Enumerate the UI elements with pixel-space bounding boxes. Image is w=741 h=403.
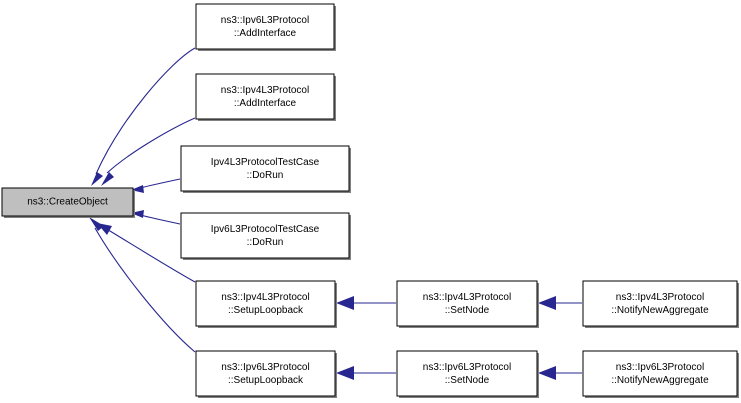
- call-edge-ipv4-addinterface-to-create-object: [101, 117, 196, 186]
- node-label-line1: Ipv4L3ProtocolTestCase: [211, 157, 320, 168]
- node-label-line1: ns3::Ipv6L3Protocol: [423, 362, 511, 373]
- arrowhead-icon: [131, 210, 144, 218]
- edge-line: [95, 47, 196, 175]
- node-box[interactable]: [396, 350, 538, 397]
- arrowhead-icon: [336, 296, 354, 310]
- node-label-line2: ::AddInterface: [234, 28, 297, 39]
- call-edge-ipv4-setuploopback-to-create-object: [97, 223, 196, 283]
- node-label-line1: ns3::Ipv6L3Protocol: [616, 362, 704, 373]
- graph-node-ipv6-setuploopback[interactable]: ns3::Ipv6L3Protocol::SetupLoopback: [195, 350, 337, 398]
- node-label-line1: ns3::Ipv4L3Protocol: [221, 292, 309, 303]
- node-label-line1: ns3::Ipv4L3Protocol: [423, 292, 511, 303]
- edge-line: [104, 227, 196, 283]
- node-box[interactable]: [396, 280, 538, 327]
- node-label-line1: ns3::Ipv6L3Protocol: [221, 362, 309, 373]
- node-label-line1: ns3::Ipv4L3Protocol: [616, 292, 704, 303]
- node-label-line1: ns3::Ipv6L3Protocol: [221, 15, 309, 26]
- node-label-line2: ::SetNode: [445, 305, 490, 316]
- call-edge-ipv4-setnode-to-ipv4-setuploopback: [336, 296, 396, 310]
- call-edge-ipv4-notifynewaggregate-to-ipv4-setnode: [538, 296, 582, 310]
- edge-line: [106, 117, 196, 174]
- graph-node-ipv4-testcase-dorun[interactable]: Ipv4L3ProtocolTestCase::DoRun: [180, 145, 351, 193]
- edge-line: [139, 178, 181, 189]
- edge-line: [139, 214, 181, 225]
- nodes-layer: ns3::CreateObjectns3::Ipv6L3Protocol::Ad…: [1, 3, 739, 398]
- node-label-line2: ::SetNode: [445, 375, 490, 386]
- graph-node-ipv4-setuploopback[interactable]: ns3::Ipv4L3Protocol::SetupLoopback: [195, 280, 337, 328]
- node-label-line2: ::NotifyNewAggregate: [611, 375, 709, 386]
- call-edge-ipv6-notifynewaggregate-to-ipv6-setnode: [538, 366, 582, 380]
- graph-node-ipv6-notifynewaggregate[interactable]: ns3::Ipv6L3Protocol::NotifyNewAggregate: [582, 350, 739, 398]
- arrowhead-icon: [336, 366, 354, 380]
- arrowhead-icon: [101, 172, 114, 186]
- call-edge-ipv4-testcase-dorun-to-create-object: [131, 178, 181, 193]
- call-edge-ipv6-addinterface-to-create-object: [91, 47, 196, 186]
- call-edge-ipv6-setnode-to-ipv6-setuploopback: [336, 366, 396, 380]
- edges-layer: [89, 47, 582, 380]
- graph-node-ipv6-setnode[interactable]: ns3::Ipv6L3Protocol::SetNode: [396, 350, 539, 398]
- arrowhead-icon: [538, 296, 556, 310]
- node-box[interactable]: [195, 350, 336, 397]
- node-label-line2: ::DoRun: [247, 170, 284, 181]
- graph-node-ipv4-notifynewaggregate[interactable]: ns3::Ipv4L3Protocol::NotifyNewAggregate: [582, 280, 739, 328]
- node-label-line1: ns3::CreateObject: [27, 197, 108, 208]
- graph-node-ipv6-testcase-dorun[interactable]: Ipv6L3ProtocolTestCase::DoRun: [180, 212, 351, 260]
- node-label-line2: ::SetupLoopback: [228, 375, 304, 386]
- arrowhead-icon: [89, 217, 104, 231]
- node-box[interactable]: [582, 280, 738, 327]
- node-label-line2: ::AddInterface: [234, 98, 297, 109]
- graph-node-ipv4-setnode[interactable]: ns3::Ipv4L3Protocol::SetNode: [396, 280, 539, 328]
- call-edge-ipv6-testcase-dorun-to-create-object: [131, 210, 181, 225]
- arrowhead-icon: [538, 366, 556, 380]
- arrowhead-icon: [91, 172, 103, 186]
- node-box[interactable]: [582, 350, 738, 397]
- call-edge-ipv6-setuploopback-to-create-object: [89, 217, 196, 353]
- node-box[interactable]: [195, 73, 335, 120]
- graph-node-ipv4-addinterface[interactable]: ns3::Ipv4L3Protocol::AddInterface: [195, 73, 336, 121]
- node-label-line2: ::SetupLoopback: [228, 305, 304, 316]
- arrowhead-icon: [131, 185, 144, 193]
- node-label-line1: Ipv6L3ProtocolTestCase: [211, 224, 320, 235]
- node-box[interactable]: [1, 187, 134, 217]
- node-box[interactable]: [180, 212, 350, 259]
- node-box[interactable]: [195, 3, 335, 50]
- node-label-line2: ::DoRun: [247, 237, 284, 248]
- node-label-line1: ns3::Ipv4L3Protocol: [221, 85, 309, 96]
- node-box[interactable]: [195, 280, 336, 327]
- graph-node-create-object[interactable]: ns3::CreateObject: [1, 187, 135, 218]
- graph-node-ipv6-addinterface[interactable]: ns3::Ipv6L3Protocol::AddInterface: [195, 3, 336, 51]
- node-label-line2: ::NotifyNewAggregate: [611, 305, 709, 316]
- node-box[interactable]: [180, 145, 350, 192]
- edge-line: [94, 227, 196, 353]
